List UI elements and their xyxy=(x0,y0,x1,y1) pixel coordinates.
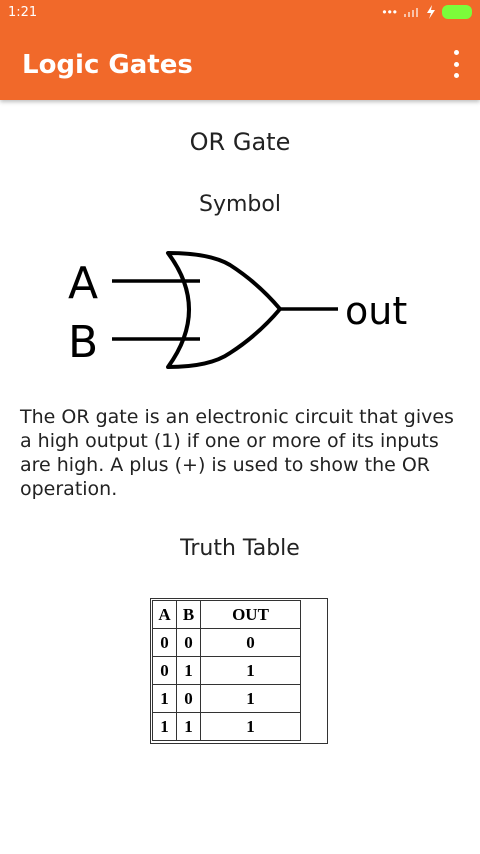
status-bar: 1:21 ••• xyxy=(0,0,480,26)
signal-icon xyxy=(404,8,418,17)
header-out: OUT xyxy=(200,600,301,629)
header-a: A xyxy=(152,600,177,629)
output-label: out xyxy=(345,289,407,333)
or-gate-body xyxy=(166,251,282,369)
cell-b: 1 xyxy=(176,712,201,741)
notification-dots-icon: ••• xyxy=(382,5,398,19)
gate-title: OR Gate xyxy=(189,128,291,156)
cell-out: 1 xyxy=(200,712,301,741)
cell-a: 0 xyxy=(152,656,177,685)
status-time: 1:21 xyxy=(8,5,38,20)
header-b: B xyxy=(176,600,201,629)
cell-a: 1 xyxy=(152,712,177,741)
table-row: 1 0 1 xyxy=(152,684,301,713)
more-vert-icon[interactable] xyxy=(450,50,462,78)
battery-icon xyxy=(442,5,472,19)
charging-bolt-icon xyxy=(427,5,435,19)
cell-a: 1 xyxy=(152,684,177,713)
table-row: 0 1 1 xyxy=(152,656,301,685)
cell-out: 1 xyxy=(200,684,301,713)
cell-out: 1 xyxy=(200,656,301,685)
cell-out: 0 xyxy=(200,628,301,657)
cell-b: 0 xyxy=(176,628,201,657)
input-a-label: A xyxy=(68,258,98,309)
status-icons: ••• xyxy=(382,5,472,19)
or-gate-symbol: A B out xyxy=(68,251,407,369)
symbol-heading: Symbol xyxy=(199,192,281,217)
cell-b: 1 xyxy=(176,656,201,685)
app-bar: 1:21 ••• Logic Gates xyxy=(0,0,480,100)
gate-description: The OR gate is an electronic circuit tha… xyxy=(20,406,454,500)
app-title: Logic Gates xyxy=(22,50,193,80)
truth-table-header-row: A B OUT xyxy=(152,600,301,629)
truth-table-frame xyxy=(150,598,328,744)
truth-table: A B OUT 0 0 0 0 1 1 1 0 1 1 1 1 xyxy=(152,600,301,741)
table-row: 0 0 0 xyxy=(152,628,301,657)
table-row: 1 1 1 xyxy=(152,712,301,741)
cell-b: 0 xyxy=(176,684,201,713)
input-b-label: B xyxy=(68,317,98,368)
truth-table-heading: Truth Table xyxy=(180,536,300,561)
cell-a: 0 xyxy=(152,628,177,657)
